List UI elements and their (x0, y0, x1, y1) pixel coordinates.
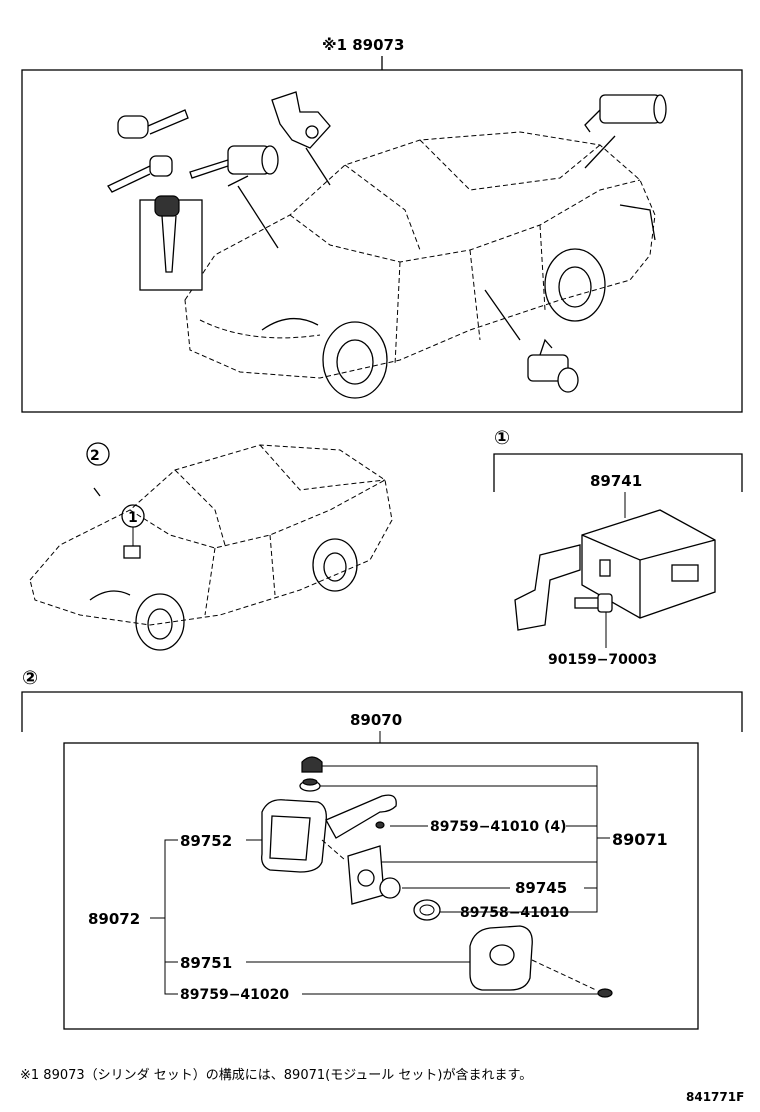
label-89072: 89072 (88, 910, 140, 928)
svg-text:1: 1 (128, 510, 138, 526)
label-89071: 89071 (612, 830, 668, 849)
label-90159: 90159−70003 (548, 652, 657, 668)
module-outer-box (21, 691, 743, 732)
key-module-parts (261, 756, 613, 998)
door-cylinder-lower (484, 289, 579, 393)
label-89758-41010: 89758−41010 (460, 905, 569, 921)
car-illustration-top (184, 131, 656, 399)
callout-2-heading: ② (22, 667, 38, 689)
cylinder-set-box (21, 69, 743, 413)
drawing-code: 841771F (686, 1090, 745, 1104)
module-inner-box (63, 742, 699, 1030)
ecu-box (493, 453, 743, 492)
key-set (107, 109, 203, 291)
label-89752: 89752 (180, 832, 232, 850)
door-cylinder-upper (271, 91, 331, 186)
footnote: ※1 89073（シリンダ セット）の構成には、89071(モジュール セット)… (20, 1068, 533, 1083)
label-89759-41010: 89759−41010 (4) (430, 819, 567, 835)
label-89070: 89070 (350, 711, 402, 729)
svg-text:2: 2 (90, 448, 100, 464)
label-89741: 89741 (590, 472, 642, 490)
ignition-cylinder (189, 145, 279, 249)
ecu-module (514, 509, 716, 631)
callout-2-middle (86, 442, 110, 466)
label-89745: 89745 (515, 879, 567, 897)
label-89759-41020: 89759−41020 (180, 987, 289, 1003)
car-illustration-middle (29, 444, 393, 651)
callout-1-heading: ① (494, 427, 510, 449)
label-89751: 89751 (180, 954, 232, 972)
trunk-cylinder (584, 94, 667, 169)
label-89073: ※1 89073 (322, 36, 404, 54)
